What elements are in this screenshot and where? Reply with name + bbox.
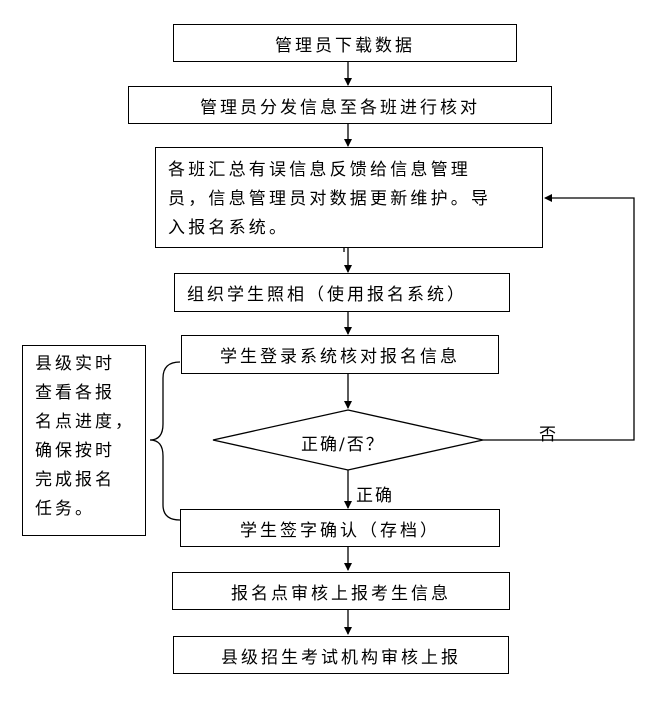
step3-line2: 员，信息管理员对数据更新维护。导	[168, 189, 492, 209]
step-feedback-update: 各班汇总有误信息反馈给信息管理 员，信息管理员对数据更新维护。导 入报名系统。	[155, 147, 543, 248]
decision-text: 正确/否？	[301, 435, 385, 455]
step-county-review: 县级招生考试机构审核上报	[173, 636, 509, 674]
step-site-review: 报名点审核上报考生信息	[172, 572, 510, 610]
step-student-photo: 组织学生照相（使用报名系统）	[174, 273, 510, 312]
decision-yes-label: 正确	[356, 486, 394, 506]
note-brace	[149, 361, 181, 521]
step-download-data: 管理员下载数据	[173, 24, 517, 62]
note-line1: 县级实时	[35, 354, 115, 374]
arrow-no-loop	[483, 194, 635, 441]
note-line5: 完成报名	[35, 470, 115, 490]
step3-line1: 各班汇总有误信息反馈给信息管理	[168, 160, 471, 180]
note-box: 县级实时 查看各报 名点进度， 确保按时 完成报名 任务。	[22, 345, 146, 536]
note-line6: 任务。	[35, 499, 95, 519]
note-line3: 名点进度，	[35, 412, 135, 432]
step-distribute-info: 管理员分发信息至各班进行核对	[128, 86, 552, 124]
step-student-verify: 学生登录系统核对报名信息	[181, 335, 499, 374]
step3-line3: 入报名系统。	[168, 218, 290, 238]
note-line2: 查看各报	[35, 383, 115, 403]
step-student-sign: 学生签字确认（存档）	[180, 509, 500, 547]
decision-no-label: 否	[539, 425, 558, 445]
note-line4: 确保按时	[35, 441, 115, 461]
